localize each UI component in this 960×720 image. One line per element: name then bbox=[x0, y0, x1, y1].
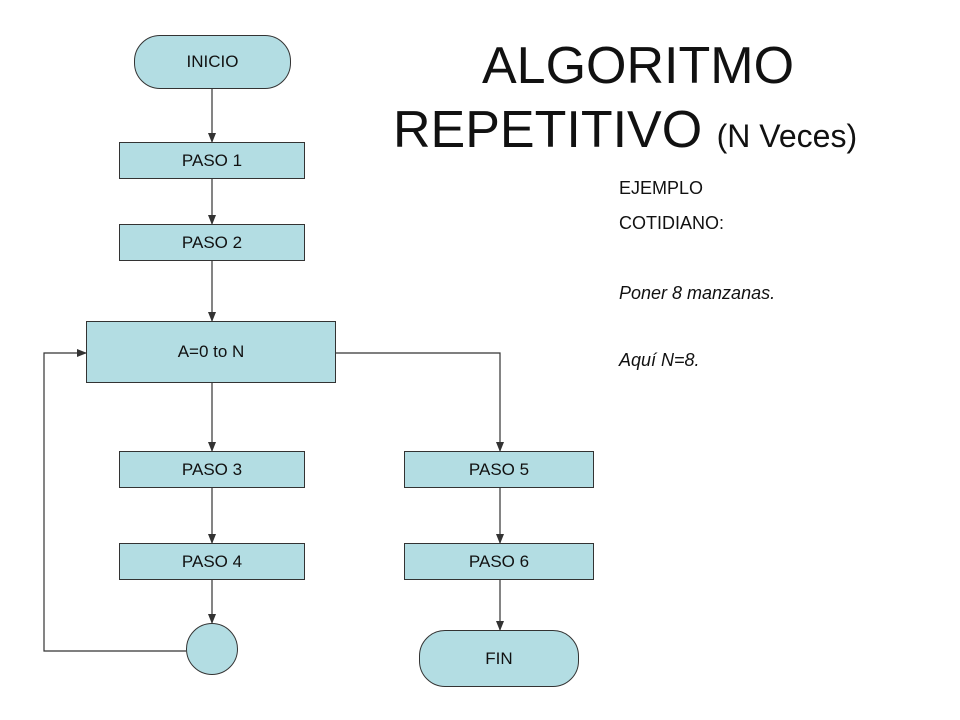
node-paso1: PASO 1 bbox=[119, 142, 305, 179]
title-line-2-suffix: (N Veces) bbox=[716, 118, 858, 154]
node-paso4: PASO 4 bbox=[119, 543, 305, 580]
node-paso3: PASO 3 bbox=[119, 451, 305, 488]
node-paso5: PASO 5 bbox=[404, 451, 594, 488]
example-note: Aquí N=8. bbox=[619, 350, 700, 370]
example-item: Poner 8 manzanas. bbox=[619, 283, 776, 303]
title-line-1: ALGORITMO bbox=[482, 37, 795, 95]
title-line-2-main: REPETITIVO bbox=[393, 101, 703, 159]
node-paso6: PASO 6 bbox=[404, 543, 594, 580]
example-label-line-1: EJEMPLO bbox=[619, 178, 704, 198]
example-label-line-2: COTIDIANO: bbox=[619, 213, 725, 233]
loop-back-arrow bbox=[43, 349, 186, 652]
loop-connector-circle bbox=[186, 623, 238, 675]
arrow-loop-exit-paso5 bbox=[336, 352, 504, 452]
node-inicio: INICIO bbox=[134, 35, 291, 89]
node-fin: FIN bbox=[419, 630, 579, 687]
node-paso2: PASO 2 bbox=[119, 224, 305, 261]
title-line-2: REPETITIVO (N Veces) bbox=[393, 104, 857, 156]
node-loop: A=0 to N bbox=[86, 321, 336, 383]
